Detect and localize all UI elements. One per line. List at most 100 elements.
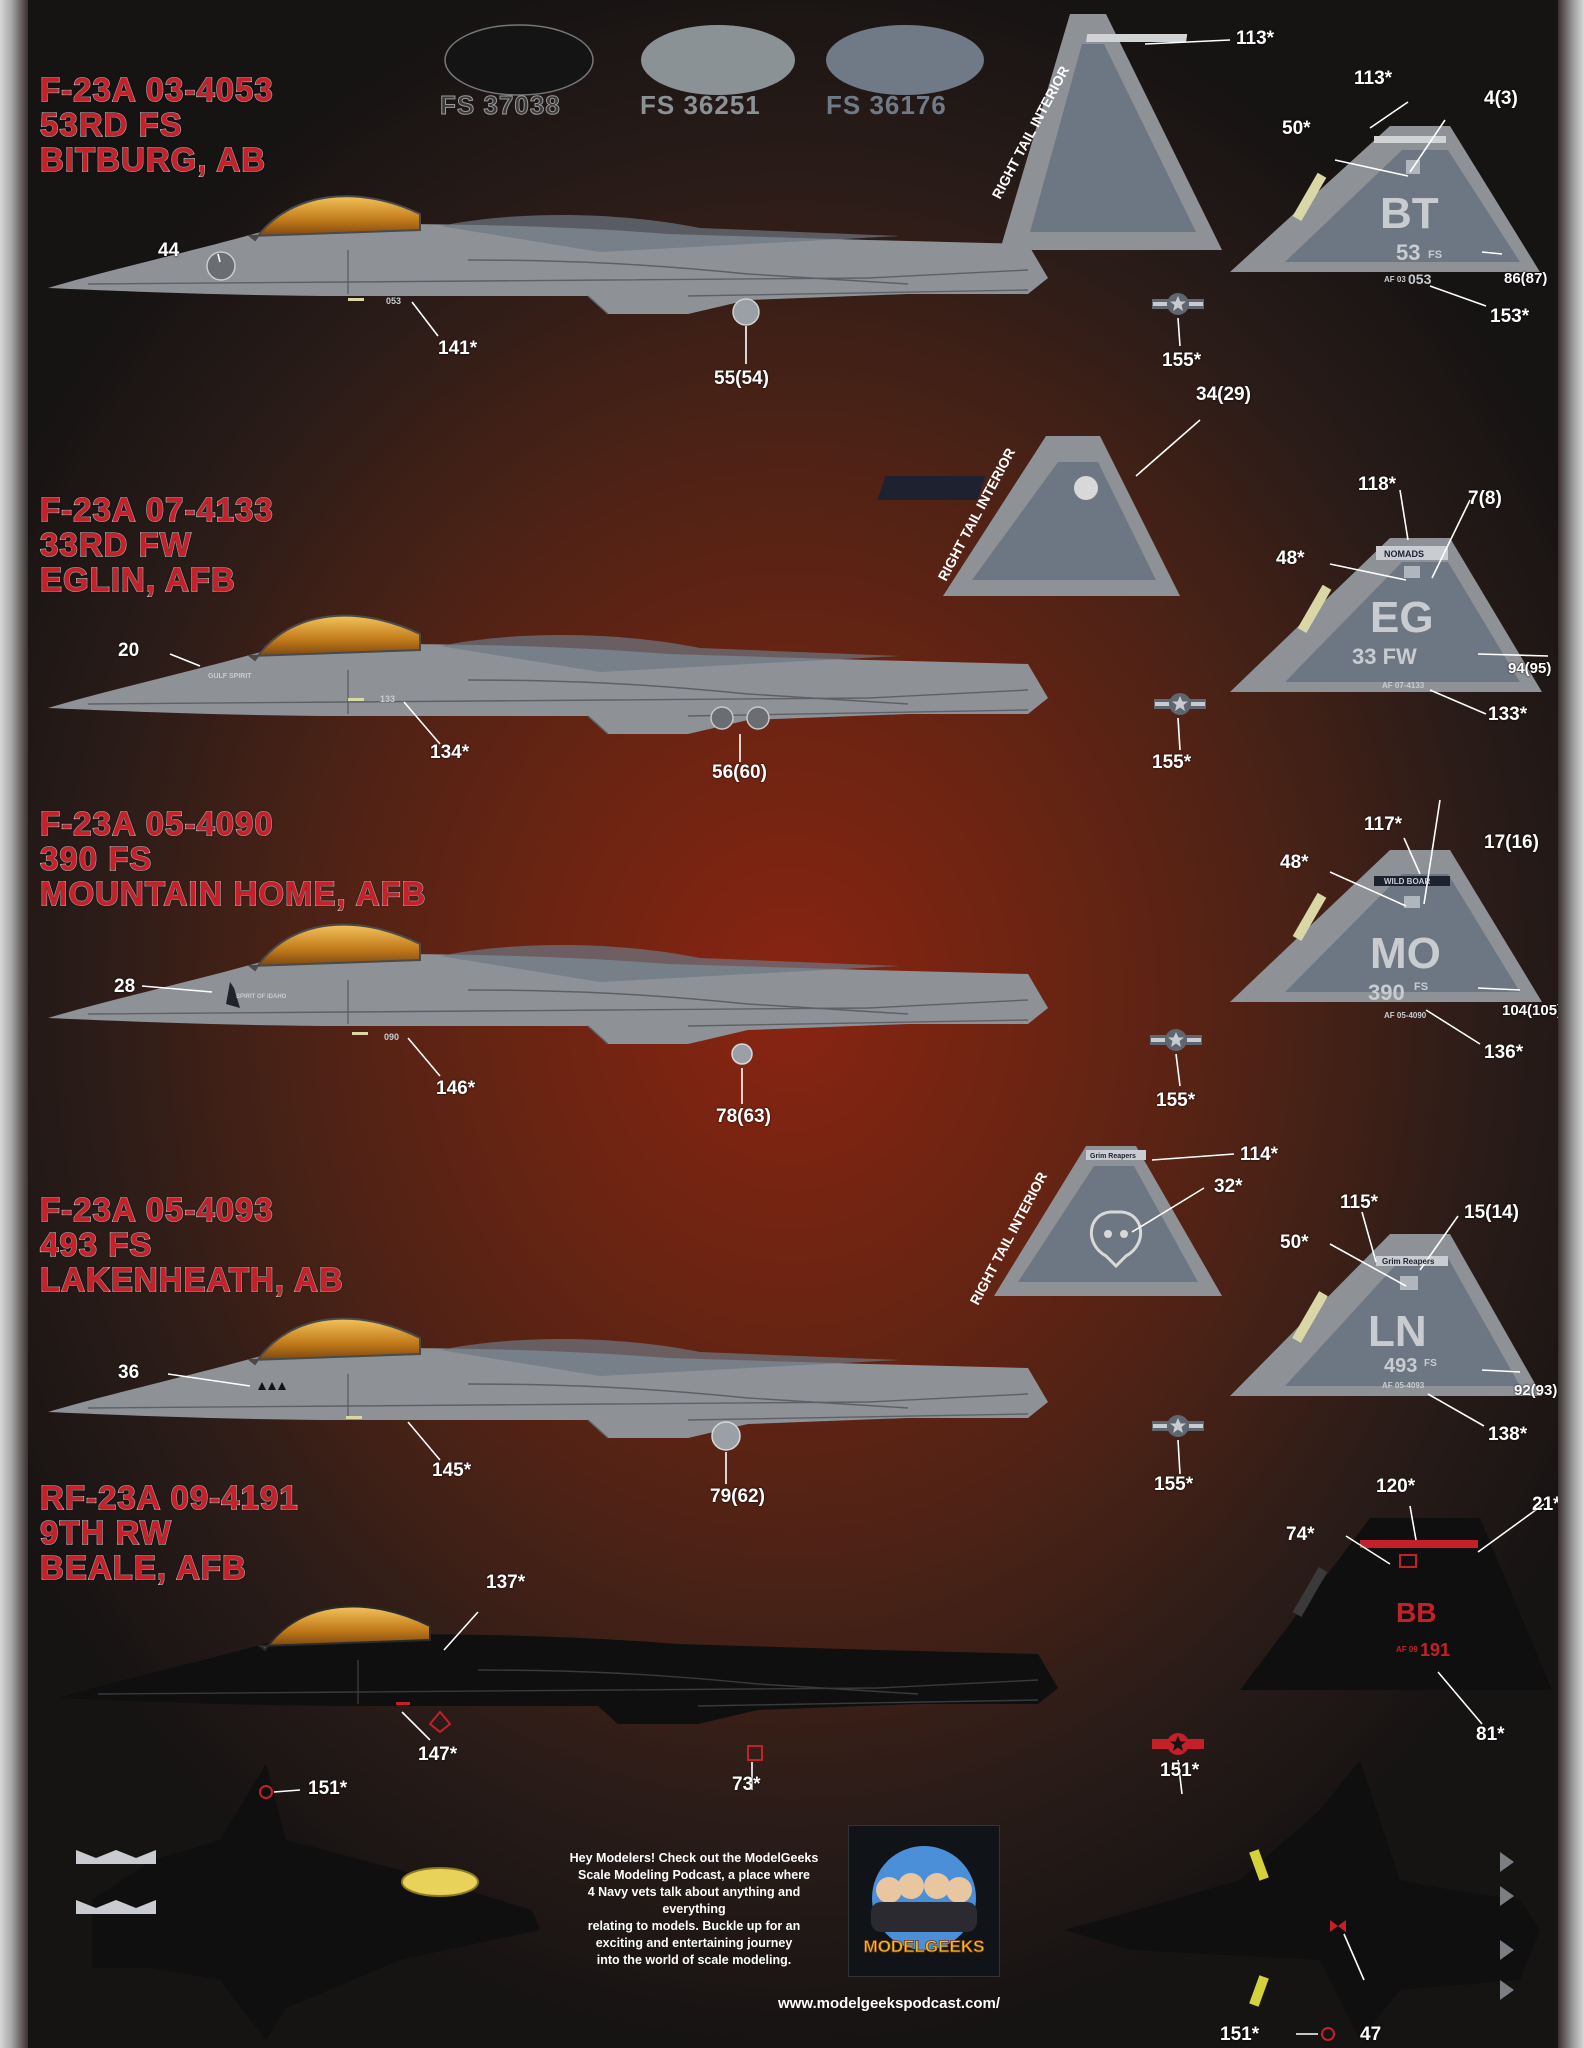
fs-label-3: FS 36176	[826, 90, 947, 120]
callout-4-2: 32*	[1214, 1176, 1243, 1197]
callout-1-1: 113*	[1236, 28, 1275, 49]
callout-2-1: 34(29)	[1196, 384, 1251, 405]
callout-5-10: 151*	[1220, 2024, 1260, 2045]
aircraft-4-title-line-3: LAKENHEATH, AB	[39, 1261, 344, 1298]
callout-3-2: 17(16)	[1484, 832, 1539, 853]
top-view-art	[76, 1764, 540, 2040]
us-roundel-icon	[1152, 293, 1204, 315]
tail-band-text-3: WILD BOAR	[1384, 877, 1430, 886]
tail-serial-af-1: AF 03	[1384, 275, 1406, 284]
us-roundel-icon	[1152, 1733, 1204, 1755]
tail-serial-3: AF 05-4090	[1384, 1011, 1427, 1020]
tail-serial-1: 053	[1408, 271, 1432, 287]
us-roundel-icon	[1154, 693, 1206, 715]
callout-3-6: 136*	[1484, 1042, 1524, 1063]
aircraft-1-title-line-3: BITBURG, AB	[39, 141, 267, 178]
callout-2-5: 20	[118, 640, 140, 661]
tail-serial-4: AF 05-4093	[1382, 1381, 1425, 1390]
tail-unit-suffix-1: FS	[1428, 249, 1442, 261]
callout-4-11: 155*	[1154, 1474, 1194, 1495]
callout-4-5: 50*	[1280, 1232, 1309, 1253]
aircraft-2-title: F-23A 07-4133 33RD FW EGLIN, AFB	[39, 491, 274, 598]
callout-1-2: 113*	[1354, 68, 1393, 89]
aircraft-1-art	[48, 14, 1540, 364]
fs-swatches	[444, 24, 984, 96]
tail-band-text-2: NOMADS	[1384, 549, 1424, 559]
callout-5-1: 120*	[1376, 1476, 1416, 1497]
idaho-nose-art-icon	[226, 982, 240, 1008]
callout-4-3: 115*	[1340, 1192, 1379, 1213]
promo-line-5: exciting and entertaining journey	[595, 1936, 793, 1950]
us-roundel-icon	[1150, 1029, 1202, 1051]
tail-unit-suffix-3: FS	[1414, 981, 1428, 993]
aircraft-4-title: F-23A 05-4093 493 FS LAKENHEATH, AB	[39, 1191, 344, 1298]
bottom-view-art	[1064, 1760, 1540, 2041]
tail-code-1: BT	[1380, 189, 1439, 238]
aircraft-1-title-line-2: 53RD FS	[39, 106, 183, 143]
tail-code-3: MO	[1370, 929, 1441, 978]
wing-badge-icon	[746, 706, 770, 730]
squadron-patch-icon	[1404, 896, 1420, 908]
aircraft-3-title-line-3: MOUNTAIN HOME, AFB	[39, 875, 427, 912]
callout-3-1: 117*	[1364, 814, 1403, 835]
callout-4-1: 114*	[1240, 1144, 1279, 1165]
aircraft-2-title-line-3: EGLIN, AFB	[39, 561, 236, 598]
callout-5-4: 137*	[486, 1572, 526, 1593]
wing-badge-icon	[731, 1043, 753, 1065]
tail-unit-4: 493	[1384, 1355, 1417, 1377]
callout-1-6: 86(87)	[1504, 270, 1548, 287]
callout-5-8: 151*	[1160, 1760, 1200, 1781]
interior-band-text-4: Grim Reapers	[1090, 1153, 1136, 1160]
tail-serial-af-5: AF 09	[1396, 1645, 1418, 1654]
us-roundel-icon	[1152, 1415, 1204, 1437]
nose-art-text-2: GULF SPIRIT	[208, 673, 252, 680]
fs-label-1: FS 37038	[440, 90, 561, 121]
wing-badge-icon	[732, 298, 760, 326]
aircraft-5-title-line-2: 9TH RW	[39, 1514, 172, 1551]
podcast-logo: MODELGEEKS	[848, 1825, 1000, 1977]
promo-text: Hey Modelers! Check out the ModelGeeks S…	[562, 1850, 826, 1969]
fs-label-2: FS 36251	[640, 90, 761, 120]
callout-2-10: 155*	[1152, 752, 1192, 773]
callout-5-11: 47	[1360, 2024, 1382, 2045]
callout-3-7: 146*	[436, 1078, 476, 1099]
callout-1-7: 153*	[1490, 306, 1530, 327]
aircraft-3-title: F-23A 05-4090 390 FS MOUNTAIN HOME, AFB	[39, 805, 427, 912]
aircraft-1-title-line-1: F-23A 03-4053	[39, 71, 274, 108]
aircraft-5-title-line-1: RF-23A 09-4191	[39, 1479, 299, 1516]
callout-2-2: 118*	[1358, 474, 1397, 495]
callout-5-5: 81*	[1476, 1724, 1505, 1745]
tail-code-2: EG	[1370, 593, 1434, 642]
aircraft-1-title: F-23A 03-4053 53RD FS BITBURG, AB	[39, 71, 274, 178]
callout-2-3: 7(8)	[1468, 488, 1502, 509]
aircraft-2-art	[48, 419, 1549, 762]
callout-1-3: 4(3)	[1484, 88, 1518, 109]
fs-36176-swatch	[826, 25, 984, 95]
nose-art-text-3: SPIRIT OF IDAHO	[236, 994, 287, 1000]
aircraft-2-title-line-1: F-23A 07-4133	[39, 491, 274, 528]
callout-3-4: 28	[114, 976, 136, 997]
callout-5-2: 21*	[1532, 1494, 1561, 1515]
aircraft-2-title-line-2: 33RD FW	[39, 526, 192, 563]
callout-3-3: 48*	[1280, 852, 1309, 873]
callout-4-7: 92(93)	[1514, 1382, 1558, 1399]
tail-unit-1: 53	[1396, 240, 1420, 265]
callout-3-9: 155*	[1156, 1090, 1196, 1111]
callout-1-4: 50*	[1282, 118, 1311, 139]
promo-line-6: into the world of scale modeling.	[596, 1953, 792, 1967]
aircraft-3-title-line-1: F-23A 05-4090	[39, 805, 274, 842]
callout-5-3: 74*	[1286, 1524, 1315, 1545]
promo-line-4: relating to models. Buckle up for an	[587, 1919, 801, 1933]
callout-5-7: 73*	[732, 1774, 761, 1795]
callout-2-9: 56(60)	[712, 762, 767, 783]
callout-1-5: 44	[158, 240, 180, 261]
callout-4-9: 145*	[432, 1460, 472, 1481]
squadron-patch-icon	[1404, 566, 1420, 578]
aircraft-3-title-line-2: 390 FS	[39, 840, 153, 877]
wing-badge-icon	[710, 706, 734, 730]
website-link[interactable]: www.modelgeekspodcast.com/	[778, 1995, 1001, 2012]
tail-unit-suffix-4: FS	[1424, 1358, 1437, 1369]
squadron-patch-icon	[1400, 1276, 1418, 1290]
callout-4-6: 36	[118, 1362, 140, 1383]
aircraft-5-art	[58, 1503, 1552, 1795]
